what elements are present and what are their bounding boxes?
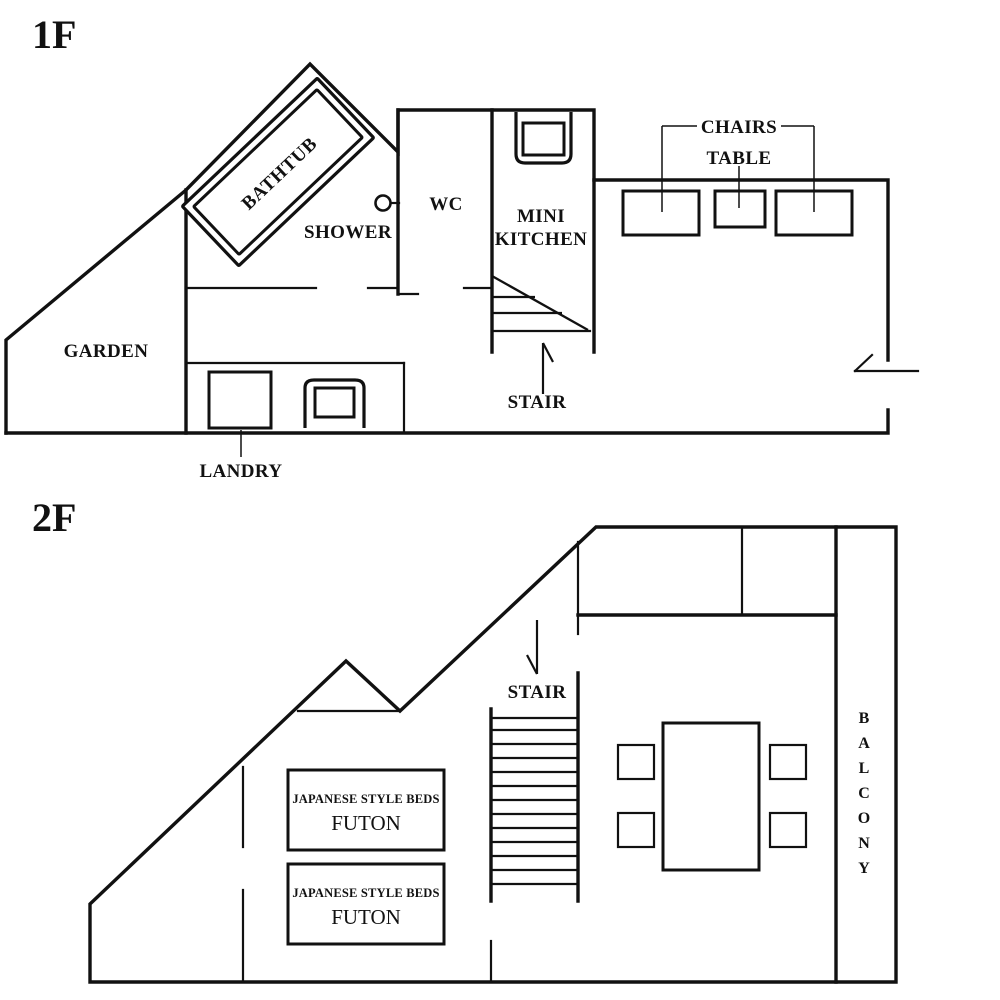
balcony-letter-5: N [858, 835, 870, 852]
dining-table [713, 189, 767, 229]
chairs-label: CHAIRS [701, 117, 777, 138]
balcony-letter-4: O [858, 810, 870, 827]
floor-2f-title: 2F [32, 495, 76, 540]
balcony-letter-6: Y [858, 860, 870, 877]
futon-1-label: FUTON [331, 811, 401, 835]
laundry-machine [207, 370, 273, 430]
bathtub-fixture [181, 77, 375, 267]
chair-2f-top-left [616, 743, 656, 781]
table-label: TABLE [706, 148, 771, 169]
laundry-label: LANDRY [199, 461, 282, 482]
shower-head-icon [374, 194, 392, 212]
kitchen-sink-inner [521, 121, 566, 157]
balcony-label: B A L C O N Y [858, 710, 870, 877]
futon-2: JAPANESE STYLE BEDS FUTON [286, 862, 446, 946]
stair-1f-label: STAIR [508, 392, 567, 413]
balcony-letter-2: L [859, 760, 870, 777]
balcony-letter-3: C [858, 785, 870, 802]
floor-1f-group: 1F BATHTUB SHOWER [4, 12, 920, 482]
stair-1f-arrow-head [542, 342, 554, 363]
chair-2f-bottom-right [768, 811, 808, 849]
floor-1f-title: 1F [32, 12, 76, 57]
futon-1-box [286, 768, 446, 852]
mini-kitchen-label-line1: MINI [517, 206, 565, 227]
futon-2-box [286, 862, 446, 946]
mini-kitchen-label-line2: KITCHEN [495, 229, 588, 250]
futon-2-sublabel: JAPANESE STYLE BEDS [292, 886, 439, 900]
stair-2f-label: STAIR [508, 682, 567, 703]
chair-left [621, 189, 701, 237]
shower-label: SHOWER [304, 222, 392, 243]
stair-2f-arrow-head [526, 654, 538, 675]
chair-2f-bottom-left [616, 811, 656, 849]
wc-label: WC [429, 194, 463, 215]
floor-2f-group: 2F STAI [32, 495, 898, 984]
futon-1-sublabel: JAPANESE STYLE BEDS [292, 792, 439, 806]
balcony-letter-1: A [858, 735, 870, 752]
chair-2f-top-right [768, 743, 808, 781]
futon-2-label: FUTON [331, 905, 401, 929]
futon-1: JAPANESE STYLE BEDS FUTON [286, 768, 446, 852]
entrance-door-arrow [853, 353, 874, 373]
table-2f [661, 721, 761, 872]
stair-1f-diagonal [491, 274, 589, 332]
outer-wall-1f-lower [4, 408, 890, 435]
balcony-letter-0: B [859, 710, 870, 727]
garden-label: GARDEN [64, 341, 149, 362]
outer-wall-2f [88, 525, 898, 984]
laundry-sink-inner [313, 386, 356, 419]
